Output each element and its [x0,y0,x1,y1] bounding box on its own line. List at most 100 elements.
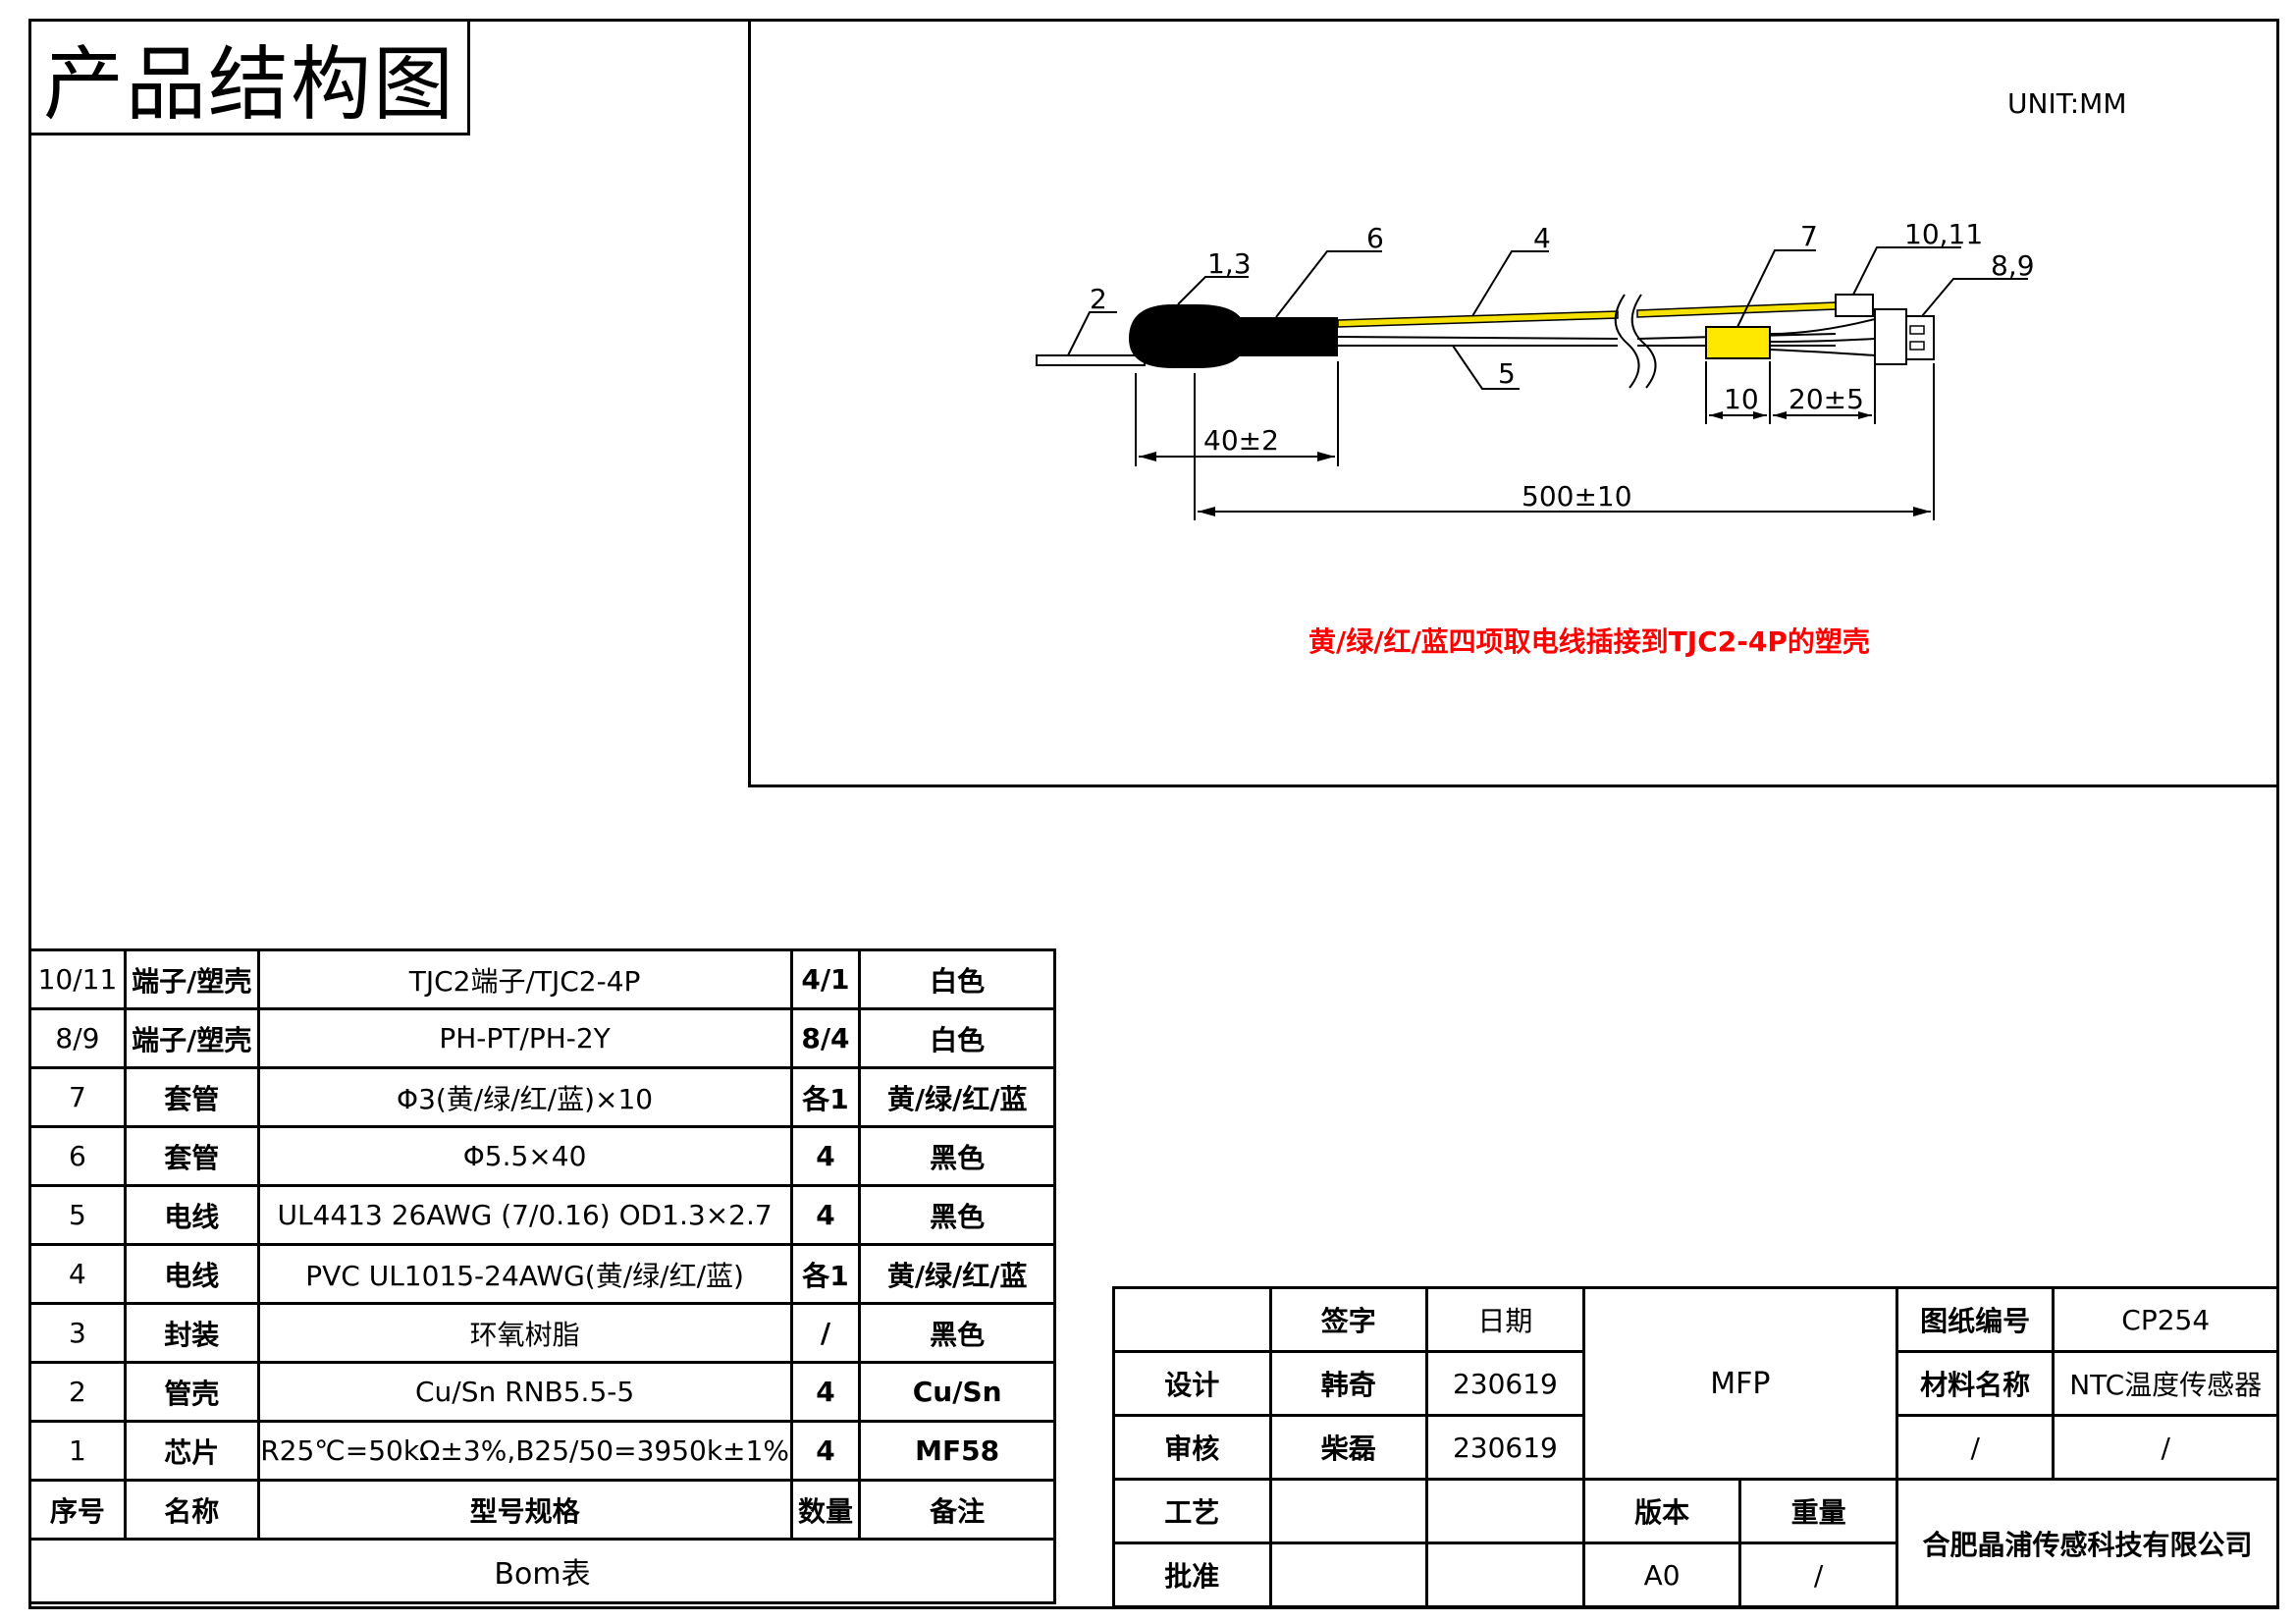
bom-cell-no: 10/11 [28,948,127,1010]
bom-cell-spec: Cu/Sn RNB5.5-5 [256,1361,793,1423]
bom-cell-spec: UL4413 26AWG (7/0.16) OD1.3×2.7 [256,1184,793,1246]
leader-8-9 [1921,278,2028,317]
tb-weight: / [1738,1542,1898,1608]
tjc2-terminal [1835,294,1874,317]
tb-row-approve: 批准 A0 / [1112,1542,2278,1608]
arrow-10-left [1709,411,1723,419]
bom-cell-qty: 4 [789,1125,862,1187]
arrow-20-right [1858,411,1872,419]
tb-version-label: 版本 [1581,1478,1742,1544]
bom-cell-remark: 黑色 [858,1125,1056,1187]
arrow-40-left [1139,452,1156,461]
pin-slot-1 [1909,325,1925,335]
bom-cell-name: 封装 [123,1302,260,1364]
epoxy-head [1129,304,1242,368]
bom-cell-spec: 环氧树脂 [256,1302,793,1364]
yellow-wire-right [1636,301,1837,318]
bom-cell-remark: 黑色 [858,1302,1056,1364]
leader-6 [1275,250,1382,318]
arrow-10-right [1753,411,1767,419]
tb-row-review: 审核 柴磊 230619 / / [1112,1414,2279,1481]
bom-footer: Bom表 [28,1538,1056,1604]
yellow-tube [1705,326,1771,359]
ph-housing [1874,308,1907,365]
callout-5: 5 [1498,357,1516,390]
arrow-40-right [1317,452,1335,461]
tb-process-sign [1268,1478,1429,1544]
bom-cell-no: 8/9 [28,1007,127,1069]
bom-header-spec: 型号规格 [256,1479,793,1541]
arrow-500-left [1198,507,1215,516]
tb-h-date: 日期 [1425,1286,1585,1353]
metal-pin [1036,354,1146,366]
callout-1-3: 1,3 [1207,247,1252,280]
bom-cell-qty: 4 [789,1420,862,1482]
bom-cell-name: 套管 [123,1125,260,1187]
arrow-20-left [1773,411,1787,419]
arrow-500-right [1913,507,1931,516]
tb-material: NTC温度传感器 [2052,1350,2279,1417]
tb-version: A0 [1581,1542,1742,1608]
dim-10: 10 [1724,383,1759,415]
tb-drawing-no-label: 图纸编号 [1895,1286,2056,1353]
bom-cell-qty: / [789,1302,862,1364]
dim-20: 20±5 [1789,383,1864,415]
callout-8-9: 8,9 [1991,249,2035,282]
tb-h-sign: 签字 [1268,1286,1429,1353]
unit-label: UNIT:MM [2007,87,2126,120]
bom-cell-spec: PH-PT/PH-2Y [256,1007,793,1069]
leader-2 [1067,311,1117,356]
tb-weight-label: 重量 [1738,1478,1898,1544]
bom-cell-qty: 8/4 [789,1007,862,1069]
fanout-1 [1769,318,1876,335]
callout-7: 7 [1800,220,1818,252]
drawing-frame [748,19,2279,787]
bom-cell-remark: 黑色 [858,1184,1056,1246]
title-box: 产品结构图 [28,19,470,135]
ph-housing-face [1905,315,1935,360]
leader-7 [1736,249,1816,328]
callout-6: 6 [1366,222,1384,254]
tb-design-sign: 韩奇 [1268,1350,1429,1417]
wire-left-a [1337,336,1619,340]
bom-cell-spec: Φ3(黄/绿/红/蓝)×10 [256,1066,793,1128]
bom-cell-no: 4 [28,1243,127,1305]
tb-design-label: 设计 [1112,1350,1272,1417]
tb-row-header: 签字 日期 MFP 图纸编号 CP254 [1112,1286,2279,1481]
page-title: 产品结构图 [42,38,455,132]
bom-header-qty: 数量 [789,1479,862,1541]
bom-cell-name: 电线 [123,1243,260,1305]
tb-row-design: 设计 韩奇 230619 材料名称 NTC温度传感器 [1112,1350,2279,1417]
leader-5 [1452,345,1520,390]
bom-cell-name: 端子/塑壳 [123,1007,260,1069]
callout-2: 2 [1090,283,1107,315]
bom-cell-name: 电线 [123,1184,260,1246]
bom-cell-name: 端子/塑壳 [123,948,260,1010]
bom-cell-name: 芯片 [123,1420,260,1482]
bom-cell-remark: Cu/Sn [858,1361,1056,1423]
assembly-note: 黄/绿/红/蓝四项取电线插接到TJC2-4P的塑壳 [1308,625,1870,658]
bom-header-row: 序号 名称 型号规格 数量 备注 [28,1479,1056,1541]
callout-10-11: 10,11 [1904,218,1983,250]
bom-cell-remark: 白色 [858,1007,1056,1069]
bom-cell-qty: 4 [789,1184,862,1246]
dim-500: 500±10 [1522,480,1632,513]
title-block: 签字 日期 MFP 图纸编号 CP254 设计 韩奇 230619 材料名称 N… [1112,1286,2280,1608]
pin-slot-2 [1909,341,1925,351]
tb-row-process: 工艺 版本 重量 合肥晶浦传感科技有限公司 [1112,1478,2280,1608]
bom-cell-no: 5 [28,1184,127,1246]
tb-slash-2: / [2052,1414,2279,1481]
tb-approve-label: 批准 [1112,1542,1272,1608]
bom-cell-spec: PVC UL1015-24AWG(黄/绿/红/蓝) [256,1243,793,1305]
dim-40: 40±2 [1203,424,1279,457]
bom-cell-remark: MF58 [858,1420,1056,1482]
bom-cell-name: 套管 [123,1066,260,1128]
leader-1-3 [1177,276,1249,305]
